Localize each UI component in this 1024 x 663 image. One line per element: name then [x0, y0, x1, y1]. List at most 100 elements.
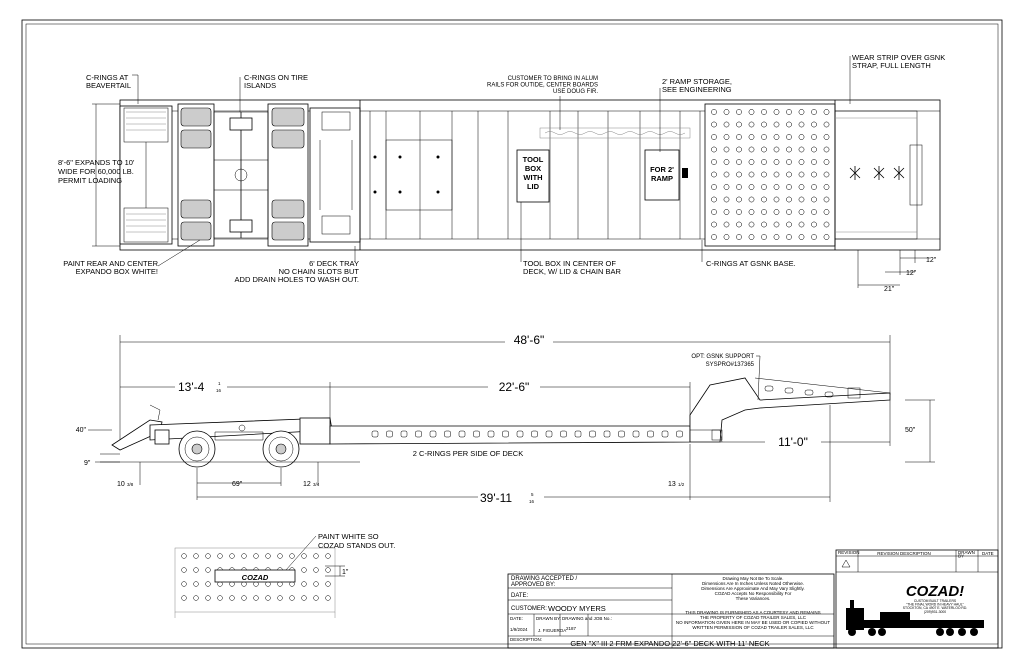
- perforation-hole: [711, 134, 717, 140]
- perforation-hole: [773, 171, 780, 178]
- dim-13-side: 13: [668, 481, 676, 488]
- perforation-hole: [313, 553, 319, 559]
- perforation-hole: [811, 121, 817, 128]
- perforation-hole: [277, 595, 283, 601]
- perforation-hole: [301, 567, 307, 573]
- perforation-hole: [193, 553, 199, 559]
- perforation-hole: [748, 134, 755, 140]
- date-label: DATE:: [511, 593, 529, 599]
- job-no-value: 2187: [566, 626, 577, 631]
- perforation-hole: [325, 553, 331, 559]
- perforation-hole: [773, 221, 780, 228]
- job-no-label: DRAWING and JOB No.:: [562, 616, 612, 621]
- perforation-hole: [773, 109, 780, 115]
- dim-12-side-frac: 3/4: [313, 482, 320, 487]
- perforation-hole: [711, 209, 717, 215]
- deck-slot: [473, 430, 480, 438]
- dim-22-6: 22'-6": [499, 380, 530, 394]
- perforation-hole: [736, 109, 742, 115]
- perforation-hole: [217, 553, 223, 559]
- perforation-hole: [811, 196, 817, 203]
- drawn-by-value: J. FIGUEROA: [538, 628, 566, 633]
- perforation-hole: [798, 146, 805, 153]
- gooseneck-perforations: [711, 109, 830, 240]
- perforation-hole: [748, 171, 755, 178]
- dim-13-4-frac-num: 1: [218, 381, 221, 386]
- truck-illustration-icon: [846, 600, 984, 636]
- deck-slot: [632, 430, 640, 438]
- perforation-hole: [736, 159, 742, 165]
- perforation-hole: [748, 121, 755, 128]
- dim-9: 9": [84, 460, 91, 467]
- perforation-hole: [229, 553, 235, 559]
- dim-12-side: 12: [303, 481, 311, 488]
- drawn-by-label: DRAWN BY:: [536, 616, 561, 621]
- perforation-hole: [823, 146, 830, 153]
- rear-perforations: [181, 553, 331, 601]
- dim-69: 69": [232, 481, 243, 488]
- perforation-hole: [761, 146, 767, 153]
- dim-12-a: 12": [926, 257, 937, 264]
- perforation-hole: [301, 553, 307, 559]
- perforation-hole: [736, 121, 742, 128]
- perforation-hole: [313, 581, 319, 587]
- deck-slot: [502, 430, 509, 438]
- perforation-hole: [723, 234, 730, 240]
- for-ramp-label: FOR 2'RAMP: [650, 165, 674, 183]
- customer-value: WOODY MYERS: [548, 604, 606, 613]
- perforation-hole: [229, 595, 235, 601]
- scale-note: Drawing May Not Be To Scale.Dimensions A…: [701, 576, 804, 601]
- perforation-hole: [761, 234, 767, 240]
- perforation-hole: [748, 221, 755, 228]
- perforation-hole: [811, 159, 817, 165]
- perforation-hole: [773, 196, 780, 203]
- perforation-hole: [253, 553, 259, 559]
- perforation-hole: [798, 121, 805, 128]
- perforation-hole: [711, 221, 717, 228]
- perforation-hole: [711, 146, 717, 153]
- perforation-hole: [811, 184, 817, 190]
- deck-slot: [487, 430, 495, 438]
- perforation-hole: [786, 221, 792, 228]
- perforation-hole: [773, 121, 780, 128]
- tool-box: [516, 149, 550, 203]
- perforation-hole: [823, 234, 830, 240]
- perforation-hole: [823, 209, 830, 215]
- perforation-hole: [736, 234, 742, 240]
- description-value: GEN "X" III 2 FRM EXPANDO 22'-6" DECK WI…: [570, 639, 769, 648]
- perforation-hole: [823, 171, 830, 178]
- perforation-hole: [736, 146, 742, 153]
- tire-islands: [177, 103, 309, 247]
- perforation-hole: [786, 159, 792, 165]
- dim-50: 50": [905, 427, 916, 434]
- dim-21: 21": [884, 286, 895, 293]
- perforation-hole: [736, 196, 742, 203]
- perforation-hole: [711, 159, 717, 165]
- callout-width-note: 8'-6" EXPANDS TO 10'WIDE FOR 60,000 LB.P…: [58, 158, 135, 185]
- perforation-hole: [798, 221, 805, 228]
- perforation-hole: [325, 567, 331, 573]
- deck-slot: [661, 430, 669, 438]
- perforation-hole: [786, 171, 792, 178]
- perforation-hole: [761, 184, 767, 190]
- perforation-hole: [823, 196, 830, 203]
- dim-10-frac: 3/8: [127, 482, 134, 487]
- perforation-hole: [723, 109, 730, 115]
- perforation-hole: [723, 221, 730, 228]
- callout-ramp-storage: 2' RAMP STORAGE,SEE ENGINEERING: [662, 77, 732, 94]
- perforation-hole: [748, 196, 755, 203]
- perforation-hole: [205, 581, 211, 587]
- perforation-hole: [748, 159, 755, 165]
- perforation-hole: [193, 567, 199, 573]
- perforation-hole: [193, 581, 199, 587]
- perforation-hole: [301, 595, 307, 601]
